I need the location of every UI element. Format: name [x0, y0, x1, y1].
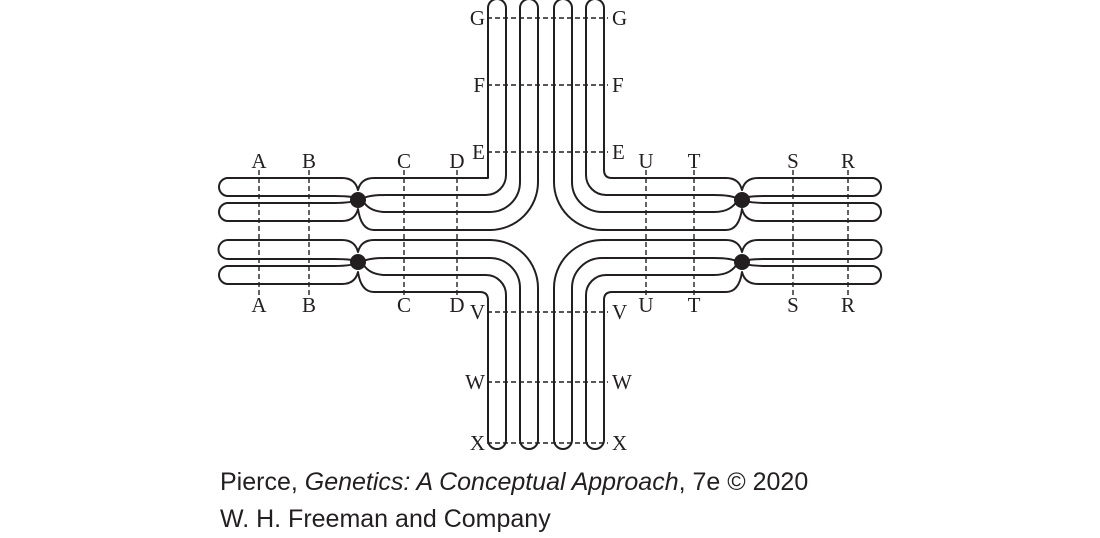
label-g-left: G: [470, 6, 485, 30]
figure-credit-publisher: W. H. Freeman and Company: [220, 505, 551, 533]
label-x-left: X: [470, 431, 485, 455]
label-x-right: X: [612, 431, 627, 455]
locus-guide-lines: [258, 17, 849, 444]
label-t-bottom: T: [688, 293, 701, 317]
credit-book-title: Genetics: A Conceptual Approach: [304, 468, 679, 496]
chromatid-inner: [585, 261, 882, 450]
label-b-bottom: B: [302, 293, 316, 317]
chromatid-inner: [553, 0, 882, 231]
label-w-left: W: [465, 370, 485, 394]
chromosome-lower-left: [217, 239, 539, 450]
chromatid-inner: [218, 261, 507, 450]
label-d-bottom: D: [449, 293, 464, 317]
chromosome-upper-right: [553, 0, 882, 231]
credit-edition: , 7e © 2020: [678, 468, 809, 496]
label-v-right: V: [612, 300, 627, 324]
centromere: [350, 192, 366, 208]
chromosome-lower-right: [553, 239, 883, 450]
chromatid-inner: [218, 0, 539, 231]
chromatid-outer: [585, 0, 882, 200]
chromatid-outer: [553, 239, 883, 450]
label-r-top: R: [841, 149, 855, 173]
chromatid-outer: [217, 239, 539, 450]
label-u-top: U: [638, 149, 653, 173]
label-t-top: T: [688, 149, 701, 173]
label-v-left: V: [470, 300, 485, 324]
label-r-bottom: R: [841, 293, 855, 317]
label-s-top: S: [787, 149, 799, 173]
chromatid-outer: [218, 0, 507, 200]
label-f-left: F: [473, 73, 485, 97]
label-s-bottom: S: [787, 293, 799, 317]
credit-author: Pierce,: [220, 468, 305, 496]
label-d-top: D: [449, 149, 464, 173]
label-f-right: F: [612, 73, 624, 97]
centromere: [734, 254, 750, 270]
chromosome-upper-left: [218, 0, 539, 231]
label-e-right: E: [612, 140, 625, 164]
label-w-right: W: [612, 370, 632, 394]
label-u-bottom: U: [638, 293, 653, 317]
centromere: [350, 254, 366, 270]
label-e-left: E: [472, 140, 485, 164]
label-b-top: B: [302, 149, 316, 173]
locus-labels: A B C D A B C D U T S R U T S R G F E G …: [251, 6, 855, 455]
label-g-right: G: [612, 6, 627, 30]
label-a-bottom: A: [251, 293, 267, 317]
label-a-top: A: [251, 149, 267, 173]
label-c-top: C: [397, 149, 411, 173]
label-c-bottom: C: [397, 293, 411, 317]
centromere: [734, 192, 750, 208]
figure-credit-line: Pierce, Genetics: A Conceptual Approach,…: [220, 468, 808, 497]
